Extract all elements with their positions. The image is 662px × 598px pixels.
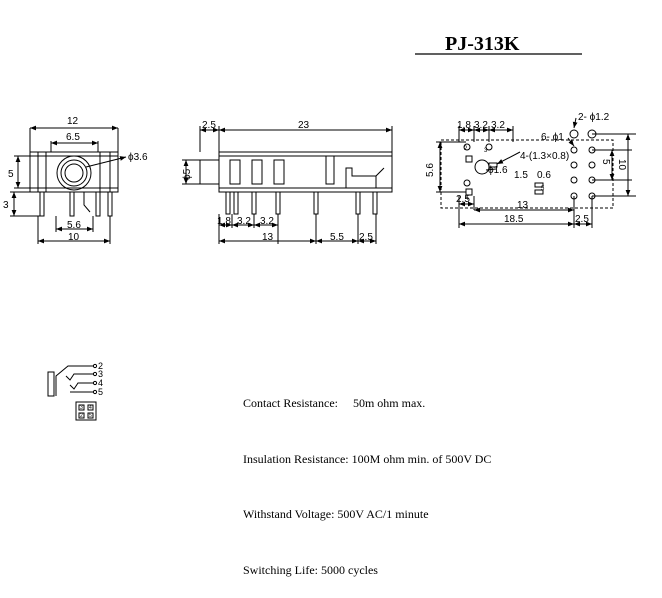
front-height-label: 5 — [8, 169, 14, 180]
fp-bot-d-label: 2.5 — [575, 214, 589, 225]
front-pin-height-label: 3 — [3, 200, 9, 211]
fp-top-c-label: 3.2 — [491, 120, 505, 131]
fp-pad-spacing-label: 1.5 — [514, 170, 528, 181]
spec-switching-life: Switching Life: 5000 cycles — [243, 562, 378, 577]
fp-right-b-label: 10 — [616, 159, 627, 171]
schem-grid-4: 4 — [89, 405, 92, 411]
part-title: PJ-313K — [445, 33, 520, 55]
fp-right-a-label: 5 — [600, 159, 611, 165]
side-pin-b-label: 3.2 — [237, 216, 251, 227]
schem-grid-2: 2 — [80, 413, 83, 419]
specifications: Contact Resistance: 50m ohm max. Insulat… — [243, 357, 491, 598]
fp-pad-size-label: 0.6 — [537, 170, 551, 181]
spec-withstand-voltage: Withstand Voltage: 500V AC/1 minute — [243, 507, 429, 521]
fp-pin-label-3: 3 — [484, 148, 488, 154]
schematic-labels: 2 3 4 5 3 4 2 5 — [80, 361, 103, 419]
side-pin-c-label: 3.2 — [260, 216, 274, 227]
fp-hole-small-label: 6- ϕ1 — [541, 132, 564, 143]
schem-pin-3: 3 — [98, 369, 103, 379]
front-view — [10, 125, 127, 244]
side-view-labels: 2.5 23 ϕ5 1.8 3.2 3.2 13 5.5 2.5 — [182, 120, 373, 243]
footprint-view — [436, 117, 636, 228]
schem-pin-5: 5 — [98, 387, 103, 397]
front-pin-span-label: 10 — [68, 232, 80, 243]
front-view-labels: 12 6.5 5 3 ϕ3.6 5.6 10 — [3, 116, 148, 243]
front-width-label: 12 — [67, 116, 79, 127]
side-view — [182, 126, 393, 244]
side-nose-label: 2.5 — [202, 120, 216, 131]
fp-top-a-label: 1.8 — [457, 120, 471, 131]
fp-hole-large-label: 2- ϕ1.2 — [578, 112, 610, 123]
side-tail-label: 2.5 — [359, 232, 373, 243]
spec-contact-resistance: Contact Resistance: 50m ohm max. — [243, 396, 426, 410]
schem-pin-4: 4 — [98, 378, 103, 388]
fp-top-b-label: 3.2 — [474, 120, 488, 131]
side-length-label: 23 — [298, 120, 310, 131]
title-block: PJ-313K — [415, 33, 582, 55]
schem-grid-3: 3 — [80, 405, 83, 411]
schem-grid-5: 5 — [89, 413, 92, 419]
spec-insulation-resistance: Insulation Resistance: 100M ohm min. of … — [243, 451, 492, 466]
fp-bot-c-label: 18.5 — [504, 214, 524, 225]
fp-bot-a-label: 2.5 — [456, 194, 470, 205]
schem-pin-2: 2 — [98, 361, 103, 371]
fp-pin-label-4: 4 — [465, 196, 469, 202]
front-hole-dia-label: ϕ3.6 — [128, 152, 148, 163]
fp-bot-b-label: 13 — [517, 200, 529, 211]
side-pin-span-label: 13 — [262, 232, 274, 243]
side-gap-label: 5.5 — [330, 232, 344, 243]
front-inner-width-label: 6.5 — [66, 132, 80, 143]
fp-hole-mid-label: ϕ1.6 — [488, 165, 508, 176]
front-pin-pitch-label: 5.6 — [67, 220, 81, 231]
fp-pin-label-2: 2 — [464, 146, 468, 152]
side-height-label: ϕ5 — [182, 168, 193, 180]
fp-pin-label-5: 5 — [541, 186, 545, 192]
fp-slots-label: 4-(1.3×0.8) — [520, 151, 569, 162]
footprint-labels: 1.8 3.2 3.2 2- ϕ1.2 6- ϕ1 4-(1.3×0.8) 5.… — [425, 112, 627, 225]
side-pin-a-label: 1.8 — [217, 216, 231, 227]
schematic-symbol — [47, 363, 98, 421]
fp-height-label: 5.6 — [425, 163, 436, 177]
